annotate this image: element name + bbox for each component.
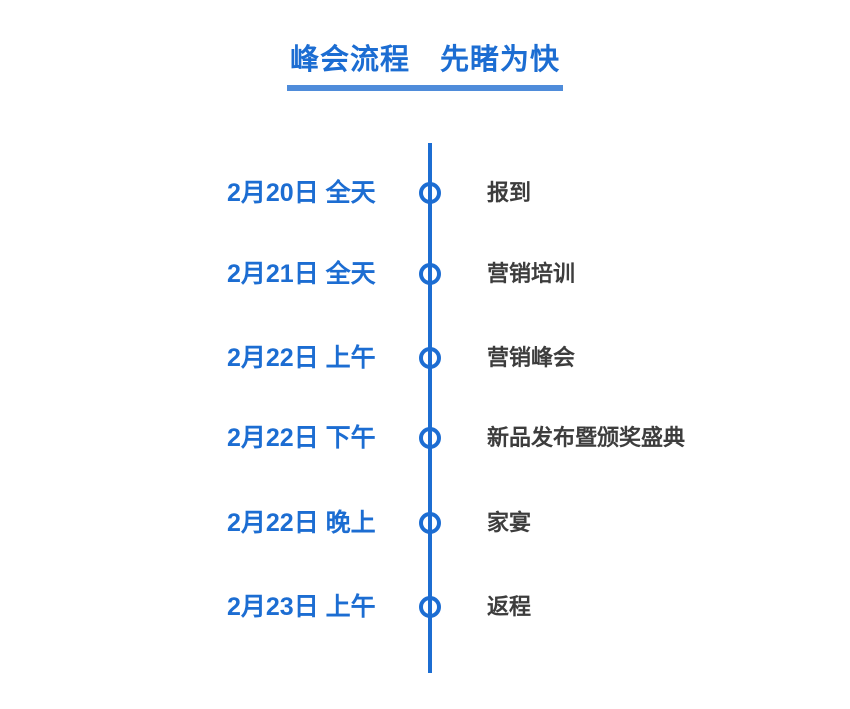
timeline-node-icon	[419, 182, 441, 204]
timeline-node-icon	[419, 512, 441, 534]
timeline-date: 2月22日 晚上	[227, 509, 376, 537]
timeline-event: 营销培训	[487, 261, 576, 286]
timeline-row: 2月23日 上午 返程	[0, 587, 850, 627]
timeline-node-icon	[419, 263, 441, 285]
timeline-row: 2月22日 下午 新品发布暨颁奖盛典	[0, 418, 850, 458]
timeline-node-icon	[419, 427, 441, 449]
timeline-event: 新品发布暨颁奖盛典	[487, 425, 686, 450]
timeline-row: 2月21日 全天 营销培训	[0, 254, 850, 294]
timeline-date: 2月22日 上午	[227, 344, 376, 372]
timeline-date: 2月23日 上午	[227, 593, 376, 621]
page-title: 峰会流程 先睹为快	[286, 36, 563, 91]
timeline-date: 2月22日 下午	[227, 424, 376, 452]
timeline-date: 2月21日 全天	[227, 260, 376, 288]
timeline-vertical-line	[428, 143, 432, 673]
timeline-row: 2月22日 晚上 家宴	[0, 503, 850, 543]
timeline-row: 2月22日 上午 营销峰会	[0, 338, 850, 378]
timeline-row: 2月20日 全天 报到	[0, 173, 850, 213]
page-title-wrap: 峰会流程 先睹为快	[0, 36, 850, 91]
timeline-date: 2月20日 全天	[227, 179, 376, 207]
timeline-event: 家宴	[487, 510, 532, 535]
timeline-event: 返程	[487, 594, 532, 619]
timeline-node-icon	[419, 596, 441, 618]
timeline-event: 报到	[487, 180, 532, 205]
timeline-event: 营销峰会	[487, 345, 576, 370]
timeline-node-icon	[419, 347, 441, 369]
